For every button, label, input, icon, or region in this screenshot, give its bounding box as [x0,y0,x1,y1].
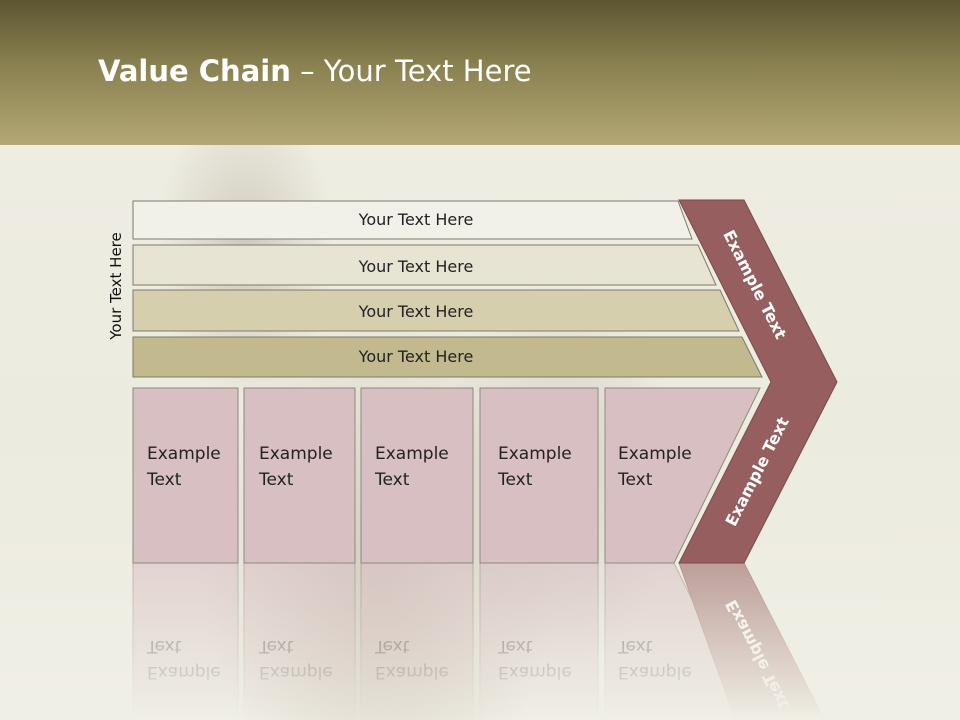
reflection-arrow [678,562,826,720]
cell-3: Example Text [360,387,474,564]
reflection-cell-5 [604,562,752,720]
cell-1: Example Text [132,387,239,564]
cell-2: Example Text [243,387,356,564]
reflection-cell-5-line2: Text [617,636,653,656]
cell-3-shape [360,387,474,564]
reflection-cell-3-line2: Text [374,636,410,656]
cell-5: Example Text [604,387,761,564]
reflection-cell-2-line2: Text [258,636,294,656]
band-row-3: Your Text Here [132,289,740,332]
cell-5-line2: Text [617,470,653,490]
reflection-cell-3 [360,562,474,720]
cell-1-line2: Text [146,470,182,490]
band-row-1: Your Text Here [132,200,693,240]
reflection-cell-1-line1: Example [147,662,221,682]
band-row-2: Your Text Here [132,244,717,286]
reflection-cell-4-line1: Example [498,662,572,682]
band-2-shape [132,244,717,286]
cell-3-line2: Text [374,470,410,490]
band-1-shape [132,200,693,240]
band-2-label: Your Text Here [358,257,474,276]
reflection-cell-4-line2: Text [497,636,533,656]
reflection-cell-2-line1: Example [259,662,333,682]
band-row-4: Your Text Here [132,336,763,378]
reflection-cell-2 [243,562,356,720]
cell-1-line1: Example [147,444,221,464]
cell-3-line1: Example [375,444,449,464]
title-rest: – Your Text Here [290,54,532,88]
cell-2-line2: Text [258,470,294,490]
cell-4-shape [479,387,599,564]
band-3-label: Your Text Here [358,302,474,321]
band-3-shape [132,289,740,332]
title-bold: Value Chain [98,54,291,88]
reflection-cell-5-line1: Example [618,662,692,682]
cell-5-line1: Example [618,444,692,464]
reflection-cell-3-line1: Example [375,662,449,682]
reflection-cell-4 [479,562,599,720]
reflection-cell-1 [132,562,239,720]
header-bar [0,0,960,145]
cell-4: Example Text [479,387,599,564]
reflection: Example Text Example Text Example Text E… [132,562,826,720]
cell-4-line1: Example [498,444,572,464]
page-title: Value Chain – Your Text Here [98,54,532,88]
cell-4-line2: Text [497,470,533,490]
cell-2-line1: Example [259,444,333,464]
cell-1-shape [132,387,239,564]
band-1-label: Your Text Here [358,210,474,229]
band-4-label: Your Text Here [358,347,474,366]
band-4-shape [132,336,763,378]
reflection-cell-1-line2: Text [146,636,182,656]
cell-2-shape [243,387,356,564]
